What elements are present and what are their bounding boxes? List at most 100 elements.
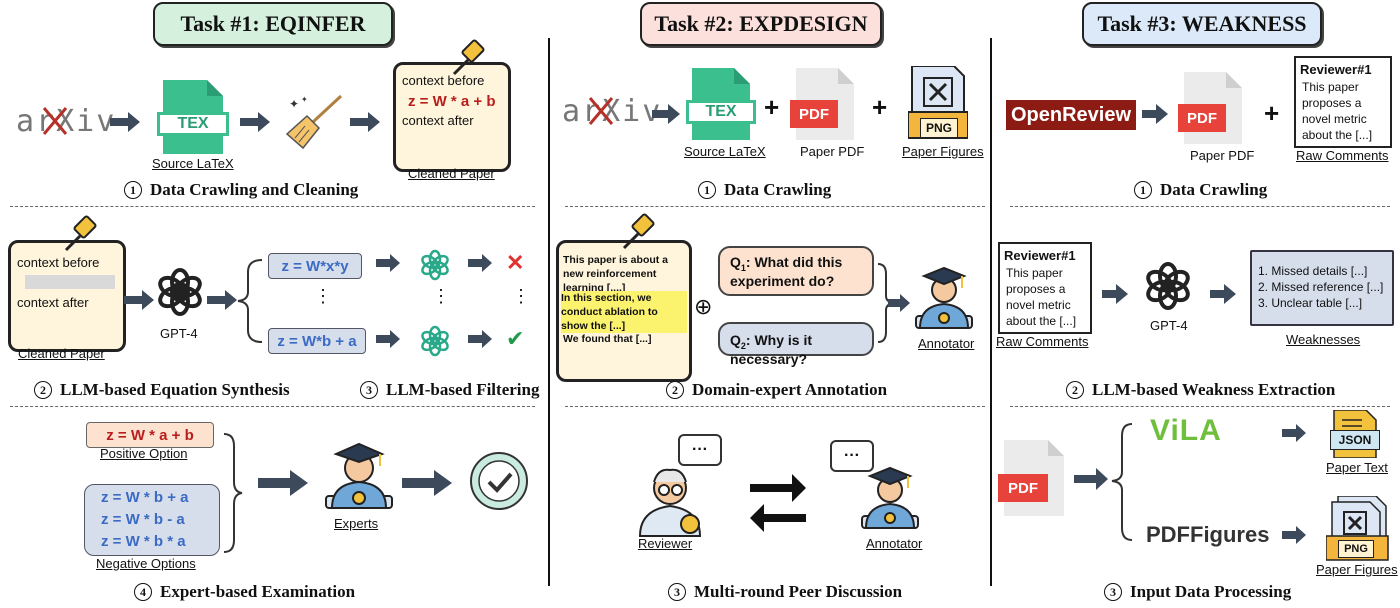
annotator-label: Annotator bbox=[918, 336, 975, 351]
exchange-arrows-icon bbox=[750, 474, 806, 532]
negative-options-label: Negative Options bbox=[96, 556, 196, 571]
arrow-t1-2 bbox=[240, 112, 270, 132]
t3-step2-text: LLM-based Weakness Extraction bbox=[1092, 380, 1336, 399]
paper-text-label: Paper Text bbox=[1326, 460, 1388, 475]
cleaned-paper-note: context before z = W * a + b context aft… bbox=[393, 62, 511, 172]
plus-t2-2: + bbox=[872, 92, 888, 122]
source-latex-label: Source LaTeX bbox=[152, 156, 234, 171]
arrow-t3-2 bbox=[1102, 284, 1128, 304]
rev-line-1: This paper bbox=[1302, 80, 1359, 94]
t3-step2: 2 LLM-based Weakness Extraction bbox=[1066, 380, 1335, 400]
q2-sub: 2 bbox=[740, 340, 746, 351]
arrow-t1-6 bbox=[376, 254, 400, 272]
gpt4-label-2: GPT-4 bbox=[1150, 318, 1188, 333]
task2-title: Task #2: EXPDESIGN bbox=[640, 2, 882, 46]
t1-step2-text: LLM-based Equation Synthesis bbox=[60, 380, 290, 399]
brace-t1-options bbox=[223, 433, 243, 553]
plus-t2-1: + bbox=[764, 92, 780, 122]
q2-text: : Why is it necessary? bbox=[730, 332, 813, 367]
rev2-title: Reviewer#1 bbox=[1004, 248, 1076, 263]
weak-line-2: 2. Missed reference [...] bbox=[1258, 280, 1384, 294]
tex-file-icon-2: TEX bbox=[686, 68, 756, 140]
arrow-t1-4 bbox=[124, 290, 154, 310]
openai-logo-icon-2 bbox=[1146, 262, 1190, 310]
cleaned-paper-label-2: Cleaned Paper bbox=[18, 346, 105, 361]
arrow-t3-4 bbox=[1074, 468, 1108, 490]
divider-t3-a bbox=[1010, 206, 1390, 207]
pdf-file-label: PDF bbox=[790, 100, 838, 128]
weaknesses-doc: 1. Missed details [...] 2. Missed refere… bbox=[1250, 250, 1394, 326]
ctx-after-text: context after bbox=[402, 113, 474, 128]
masked-equation-bar bbox=[25, 275, 115, 289]
ctx-equation-text: z = W * a + b bbox=[408, 93, 496, 110]
divider-t2-a bbox=[565, 206, 985, 207]
rev-line-4: about the [...] bbox=[1302, 128, 1373, 142]
task3-title-text: Task #3: WEAKNESS bbox=[1097, 11, 1307, 36]
task2-title-text: Task #2: EXPDESIGN bbox=[654, 11, 868, 36]
arrow-t2-2 bbox=[888, 294, 910, 312]
plus-t3: + bbox=[1264, 98, 1280, 128]
q2-letter: Q bbox=[730, 332, 741, 348]
dots-t1-3: ⋮ bbox=[512, 286, 530, 306]
t1-step3-text: LLM-based Filtering bbox=[386, 380, 540, 399]
pdf-file-icon-3: PDF bbox=[998, 440, 1064, 516]
dots-t1-2: ⋮ bbox=[432, 286, 450, 306]
column-divider-2 bbox=[990, 38, 992, 586]
t2-step2-text: Domain-expert Annotation bbox=[692, 380, 888, 399]
tex-file-label-2: TEX bbox=[686, 100, 756, 124]
pdf-file-label-2: PDF bbox=[1178, 104, 1226, 132]
openreview-logo: OpenReview bbox=[1006, 100, 1136, 130]
tex-file-label: TEX bbox=[157, 112, 229, 136]
rev-title: Reviewer#1 bbox=[1300, 62, 1372, 77]
paper-pdf-label-2: Paper PDF bbox=[1190, 148, 1255, 163]
raw-comments-label: Raw Comments bbox=[1296, 148, 1389, 163]
png-file-label: PNG bbox=[920, 118, 958, 138]
arrow-t1-8 bbox=[468, 254, 492, 272]
png-stack-label: PNG bbox=[1338, 540, 1374, 558]
vila-logo: ViLA bbox=[1150, 414, 1222, 447]
weaknesses-label: Weaknesses bbox=[1286, 332, 1361, 347]
task3-title: Task #3: WEAKNESS bbox=[1082, 2, 1322, 46]
rev2-line-2: proposes a bbox=[1006, 282, 1066, 296]
ctx-before-text-2: context before bbox=[17, 255, 100, 270]
annotation-note: This paper is about a new reinforcement … bbox=[556, 240, 692, 382]
experts-avatar-icon bbox=[325, 442, 393, 509]
question-box-2: Q2: Why is it necessary? bbox=[718, 322, 874, 367]
gpt4-label: GPT-4 bbox=[160, 326, 198, 341]
source-latex-label-2: Source LaTeX bbox=[684, 144, 766, 159]
pushpin-icon-2 bbox=[64, 215, 97, 252]
arrow-t3-6 bbox=[1282, 526, 1306, 544]
experts-label: Experts bbox=[334, 516, 379, 531]
annotator-avatar-icon bbox=[915, 266, 973, 329]
t2-step3-text: Multi-round Peer Discussion bbox=[694, 582, 903, 601]
rev2-line-3: novel metric bbox=[1006, 298, 1071, 312]
rev2-line-1: This paper bbox=[1006, 266, 1063, 280]
negative-options-box: z = W * b + a z = W * b - a z = W * b * … bbox=[84, 484, 220, 556]
t3-step2-num: 2 bbox=[1066, 381, 1084, 399]
annotator-avatar-icon-2 bbox=[861, 466, 919, 529]
check-icon: ✔ bbox=[506, 326, 525, 351]
speech-bubble-annotator: ··· bbox=[830, 440, 874, 472]
speech-bubble-reviewer: ··· bbox=[678, 434, 722, 466]
q1-text: : What did this experiment do? bbox=[730, 254, 843, 289]
paper-figures-label: Paper Figures bbox=[902, 144, 984, 159]
t1-step1-num: 1 bbox=[124, 181, 142, 199]
json-file-label: JSON bbox=[1330, 430, 1380, 450]
pdf-file-label-3: PDF bbox=[998, 474, 1048, 502]
divider-t1-a bbox=[10, 206, 535, 207]
note-text-3: We found that [...] bbox=[563, 333, 652, 345]
pushpin-icon-3 bbox=[622, 213, 655, 250]
arxiv-x-mark-2 bbox=[588, 97, 614, 125]
annotator-label-2: Annotator bbox=[866, 536, 923, 551]
note-text-2: In this section, we conduct ablation to … bbox=[561, 291, 687, 333]
t3-step1-num: 1 bbox=[1134, 181, 1152, 199]
weak-line-3: 3. Unclear table [...] bbox=[1258, 296, 1363, 310]
